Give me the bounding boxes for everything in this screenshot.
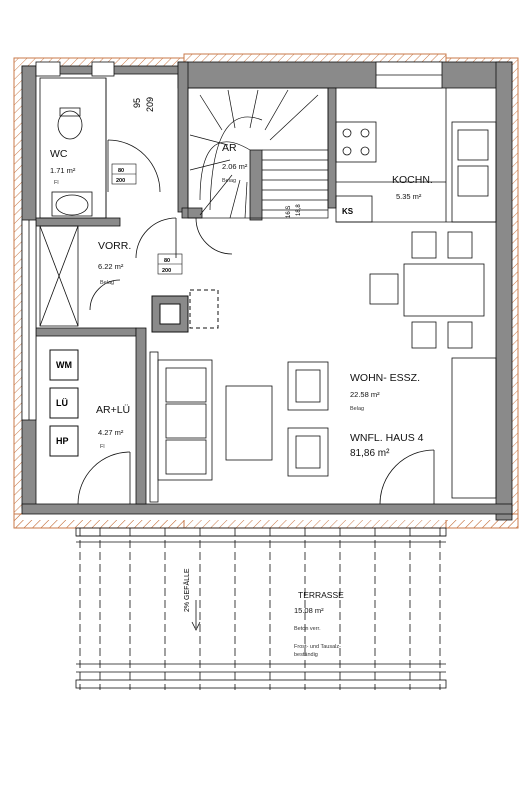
room-label-arlu: AR+LÜ bbox=[96, 404, 131, 416]
room-label-wohn: WOHN- ESSZ. bbox=[350, 372, 420, 384]
dim-95: 95 bbox=[132, 97, 142, 108]
dim-stair-1: 16 S bbox=[286, 205, 292, 218]
room-area-wc: 1.71 m² bbox=[50, 166, 76, 175]
room-floor-terrasse-2: Frost- und Tausalz- bbox=[294, 644, 341, 650]
room-label-terrasse: TERRASSE bbox=[298, 590, 344, 600]
appliance-ks: KS bbox=[342, 207, 354, 216]
room-area-ar: 2.06 m² bbox=[222, 162, 248, 171]
appliance-lu: LÜ bbox=[56, 398, 68, 408]
summary-value: 81,86 m² bbox=[350, 448, 390, 459]
door-dimension-boxes bbox=[111, 163, 183, 275]
slope-label: 2% GEFÄLLE bbox=[184, 568, 191, 612]
dim-stair-2: 18,8 bbox=[296, 204, 302, 216]
windows bbox=[21, 61, 443, 421]
room-label-wc: WC bbox=[50, 148, 68, 160]
room-area-arlu: 4.27 m² bbox=[98, 428, 124, 437]
dim-209: 209 bbox=[145, 96, 155, 112]
room-floor-wc: Fl bbox=[54, 180, 59, 186]
chimney bbox=[151, 289, 219, 333]
room-floor-ar: Belag bbox=[222, 178, 237, 184]
door-swings bbox=[77, 217, 435, 505]
room-floor-terrasse-3: beständig bbox=[294, 652, 318, 658]
room-floor-terrasse-1: Beton verr. bbox=[294, 626, 321, 632]
room-area-kochn: 5.35 m² bbox=[396, 192, 422, 201]
room-label-vorr: VORR. bbox=[98, 240, 132, 252]
room-area-vorr: 6.22 m² bbox=[98, 262, 124, 271]
staircase bbox=[187, 87, 329, 219]
room-label-ar: AR bbox=[222, 142, 237, 154]
room-area-wohn: 22.58 m² bbox=[350, 390, 380, 399]
kitchen-fixtures bbox=[335, 88, 497, 223]
dim-door1-bot: 200 bbox=[116, 178, 125, 184]
wc-fixtures bbox=[39, 77, 161, 219]
terrace-pergola bbox=[75, 527, 447, 690]
outer-wall-insulation bbox=[13, 53, 519, 529]
room-floor-arlu: Fl bbox=[100, 444, 105, 450]
appliance-wm: WM bbox=[56, 360, 72, 370]
room-floor-vorr: Belag bbox=[100, 280, 115, 286]
living-furniture bbox=[149, 351, 329, 503]
appliance-boxes bbox=[49, 349, 79, 457]
summary-label: WNFL. HAUS 4 bbox=[350, 432, 424, 444]
room-area-terrasse: 15.08 m² bbox=[294, 606, 324, 615]
room-floor-wohn: Belag bbox=[350, 406, 365, 412]
dim-door2-bot: 200 bbox=[162, 268, 171, 274]
shaft-left bbox=[39, 225, 79, 327]
appliance-hp: HP bbox=[56, 436, 69, 446]
dim-door2-top: 80 bbox=[164, 258, 170, 264]
dim-door1-top: 80 bbox=[118, 168, 124, 174]
room-label-kochn: KOCHN. bbox=[392, 174, 433, 186]
dining-table bbox=[369, 231, 497, 499]
